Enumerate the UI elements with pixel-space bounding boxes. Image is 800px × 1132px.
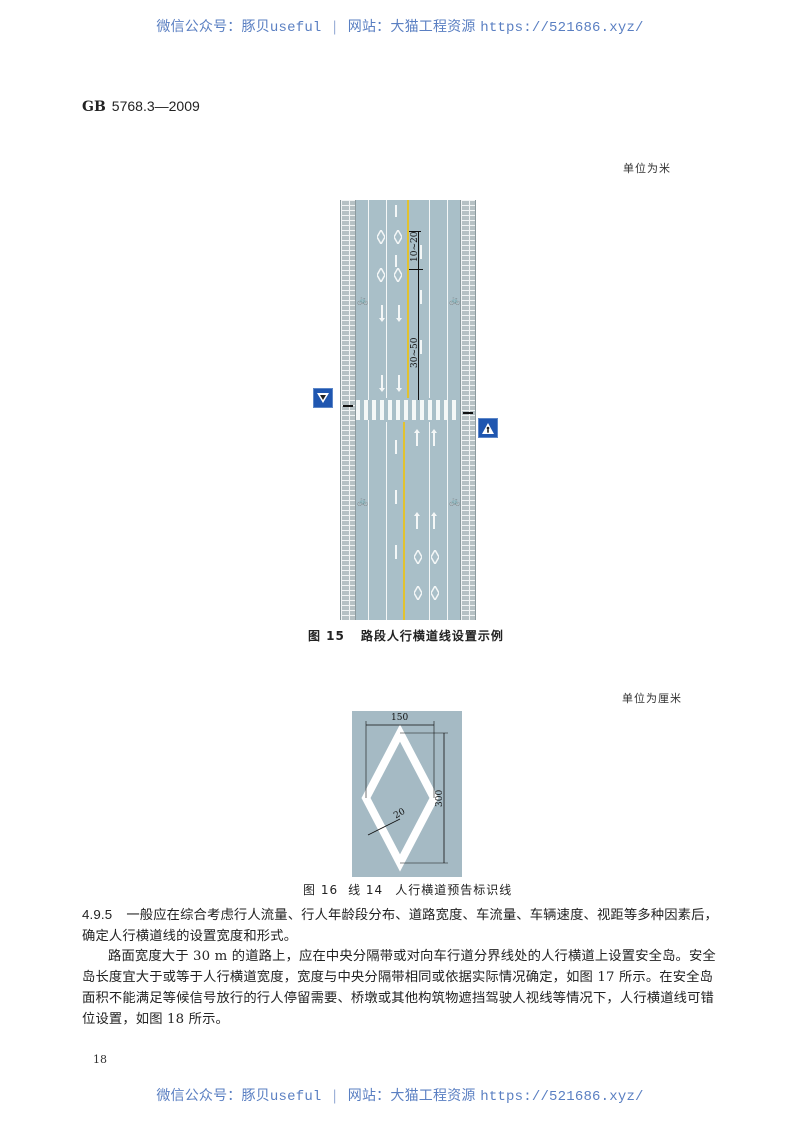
bicycle-icon: 🚲 (357, 497, 369, 507)
watermark-top: 微信公众号：豚贝useful | 网站：大猫工程资源 https://52168… (0, 16, 800, 36)
arrow-marking (396, 375, 402, 392)
arrow-marking (431, 429, 437, 446)
center-line-lower (403, 422, 405, 620)
dim-tick (409, 231, 421, 232)
diamond-marking (414, 550, 422, 564)
standard-number: 5768.3—2009 (111, 98, 200, 114)
bicycle-icon: 🚲 (449, 296, 461, 306)
watermark-separator: | (332, 1088, 338, 1104)
figure16-caption-number: 图 16 (303, 883, 339, 897)
bicycle-icon: 🚲 (357, 296, 369, 306)
stop-bar-right (463, 412, 473, 414)
diamond-marking (377, 268, 385, 282)
yield-sign (313, 388, 333, 408)
diamond-marking (431, 586, 439, 600)
figure16-unit: 单位为厘米 (622, 692, 682, 705)
diamond-marking (431, 550, 439, 564)
arrow-marking (396, 305, 402, 322)
dimension-long: 30~50 (410, 337, 420, 368)
watermark-wechat-label: 微信公众号：豚贝 (156, 19, 270, 35)
dash (395, 255, 397, 267)
height-dimension: 300 (435, 789, 445, 807)
clause-number: 4.9.5 (82, 907, 113, 922)
center-line-upper (407, 200, 409, 398)
lane-line-left-lower (386, 422, 387, 620)
watermark-url[interactable]: https://521686.xyz/ (480, 1089, 644, 1105)
pedestrian-crossing-icon (482, 422, 494, 434)
arrow-marking (414, 429, 420, 446)
diamond-marking (377, 230, 385, 244)
left-sidewalk (340, 200, 356, 620)
dash (420, 290, 422, 304)
figure16-caption: 图 16 线 14 人行横道预告标识线 (303, 881, 512, 898)
pedestrian-crossing-sign (478, 418, 498, 438)
arrow-marking (431, 512, 437, 529)
dim-tick (409, 269, 423, 270)
stop-bar-left (343, 405, 353, 407)
standard-code: GB 5768.3—2009 (82, 98, 200, 115)
dash (395, 205, 397, 217)
dash (395, 545, 397, 559)
diamond-marking (394, 230, 402, 244)
width-dimension: 150 (391, 713, 409, 723)
watermark-wechat-name: useful (269, 20, 322, 36)
diamond-marking (394, 268, 402, 282)
page-number: 18 (93, 1053, 107, 1066)
paragraph-1-text: 一般应在综合考虑行人流量、行人年龄段分布、道路宽度、车流量、车辆速度、视距等多种… (82, 908, 718, 944)
lane-line-left-upper (386, 200, 387, 398)
dash (395, 490, 397, 504)
gb-label: GB (82, 99, 106, 115)
bicycle-icon: 🚲 (449, 497, 461, 507)
figure15-caption: 图 15 路段人行横道线设置示例 (308, 627, 504, 644)
watermark-bottom: 微信公众号：豚贝useful | 网站：大猫工程资源 https://52168… (0, 1085, 800, 1105)
yield-triangle-icon (317, 393, 329, 403)
watermark-wechat-name: useful (269, 1089, 322, 1105)
lane-line-right-lower (429, 422, 430, 620)
dimension-short: 10~20 (410, 231, 420, 262)
figure15-caption-title: 路段人行横道线设置示例 (360, 629, 504, 643)
lane-line-right-upper (429, 200, 430, 398)
zebra-crossing (356, 400, 460, 420)
dash (420, 340, 422, 354)
right-sidewalk (460, 200, 476, 620)
arrow-marking (379, 375, 385, 392)
figure15-unit: 单位为米 (623, 162, 671, 175)
arrow-marking (379, 305, 385, 322)
watermark-url[interactable]: https://521686.xyz/ (480, 20, 644, 36)
watermark-site-label: 网站：大猫工程资源 (347, 1088, 476, 1104)
dash (395, 440, 397, 454)
clause-4-9-5-paragraph-2: 路面宽度大于 30 m 的道路上，应在中央分隔带或对向车行道分界线处的人行横道上… (82, 949, 716, 1027)
diamond-marking-detail (361, 721, 448, 872)
figure15-caption-number: 图 15 (308, 629, 345, 643)
figure16-caption-line: 线 14 (348, 883, 384, 897)
diamond-marking (414, 586, 422, 600)
figure15-road-diagram: 🚲 🚲 🚲 🚲 10~20 30~50 (340, 200, 476, 620)
dash (420, 245, 422, 259)
watermark-wechat-label: 微信公众号：豚贝 (156, 1088, 270, 1104)
watermark-site-label: 网站：大猫工程资源 (347, 19, 476, 35)
watermark-separator: | (332, 19, 338, 35)
dim-line (418, 231, 419, 400)
figure16-caption-title: 人行横道预告标识线 (395, 883, 513, 897)
arrow-marking (414, 512, 420, 529)
figure16-diamond-diagram: 150 300 20 (352, 711, 462, 877)
